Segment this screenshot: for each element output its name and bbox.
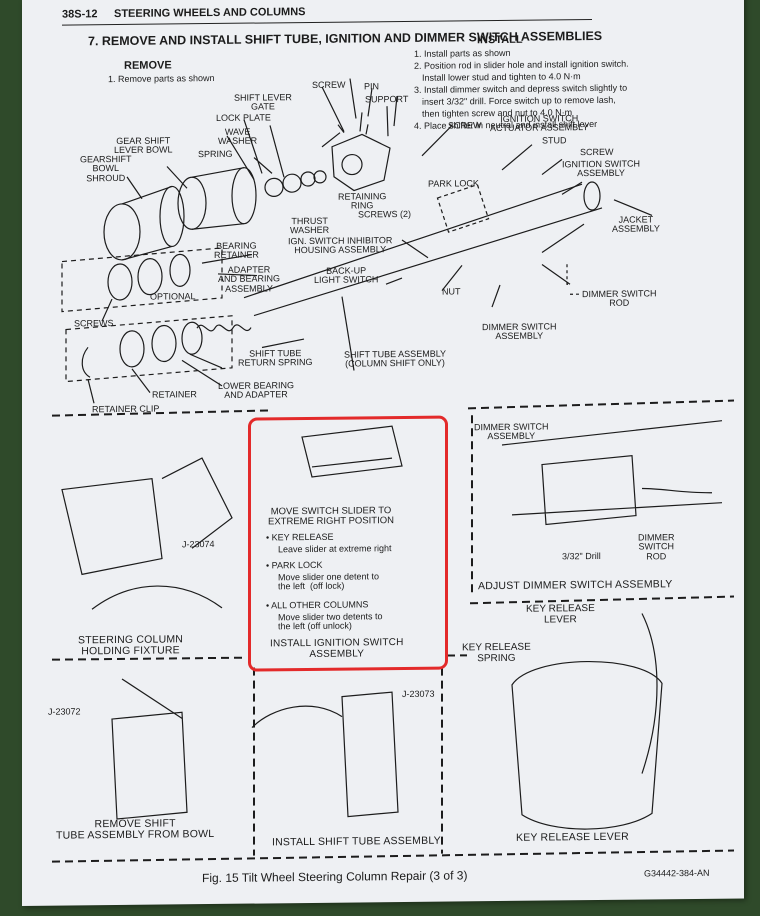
dimmer-rod-label: DIMMER SWITCH ROD: [638, 532, 675, 562]
label-gearshift-shroud: GEARSHIFT BOWL SHROUD: [80, 153, 132, 184]
figure-caption: Fig. 15 Tilt Wheel Steering Column Repai…: [202, 868, 468, 886]
ign-key-release: • KEY RELEASE: [266, 531, 334, 543]
label-lock-plate: LOCK PLATE: [216, 112, 271, 123]
label-retainer-clip: RETAINER CLIP: [92, 403, 160, 415]
key-release-shape: [511, 613, 663, 830]
manual-page: 38S-12 STEERING WHEELS AND COLUMNS 7. RE…: [22, 0, 744, 906]
caption-holding-fixture: STEERING COLUMN HOLDING FIXTURE: [78, 633, 184, 658]
label-optional: OPTIONAL: [150, 291, 196, 302]
label-support: SUPPORT: [365, 93, 409, 105]
ign-other-note: Move slider two detents to the left (off…: [278, 611, 383, 632]
caption-install-ignition: INSTALL IGNITION SWITCH ASSEMBLY: [270, 637, 404, 660]
ign-park-lock: • PARK LOCK: [266, 559, 323, 571]
dimmer-drill: 3/32" Drill: [562, 550, 601, 562]
label-adapter-bearing: ADAPTER AND BEARING ASSEMBLY: [218, 264, 281, 294]
install-tube-shape: [251, 691, 399, 818]
bowl-shroud-body: [121, 185, 173, 261]
caption-adjust-dimmer: ADJUST DIMMER SWITCH ASSEMBLY: [478, 578, 673, 593]
key-release-spring-label: KEY RELEASE SPRING: [462, 641, 531, 664]
label-park-lock: PARK LOCK: [428, 178, 479, 189]
label-screw-3: SCREW: [580, 146, 614, 158]
figure-code: G34442-384-AN: [644, 867, 710, 879]
shift-bowl-shape: [111, 678, 188, 820]
label-return-spring: SHIFT TUBE RETURN SPRING: [238, 348, 313, 369]
label-shift-lever-gate: SHIFT LEVER GATE: [234, 92, 292, 113]
key-release-lever-label: KEY RELEASE LEVER: [526, 603, 595, 626]
label-spring: SPRING: [198, 148, 233, 160]
ign-move-slider: MOVE SWITCH SLIDER TO EXTREME RIGHT POSI…: [268, 505, 394, 528]
caption-key-release: KEY RELEASE LEVER: [516, 830, 629, 844]
label-nut: NUT: [442, 286, 461, 297]
bowl-shroud-shape: [103, 203, 141, 261]
label-screw-top: SCREW: [312, 79, 346, 90]
label-screw-2: SCREW: [448, 120, 482, 131]
exploded-view-drawing: [51, 78, 735, 863]
label-retainer: RETAINER: [152, 389, 197, 400]
label-wave-washer: WAVE WASHER: [218, 126, 258, 147]
label-ign-inhibitor: IGN. SWITCH INHIBITOR HOUSING ASSEMBLY: [288, 235, 393, 256]
ign-other-columns: • ALL OTHER COLUMNS: [266, 599, 369, 611]
label-thrust-washer: THRUST WASHER: [290, 215, 330, 236]
label-ignition-switch-assembly: IGNITION SWITCH ASSEMBLY: [562, 158, 640, 179]
label-stud: STUD: [542, 135, 567, 146]
label-ignition-actuator: IGNITION SWITCH ACTUATOR ASSEMBLY: [490, 113, 589, 134]
label-backup-switch: BACK-UP LIGHT SWITCH: [314, 265, 379, 286]
label-pin: PIN: [364, 81, 380, 92]
lock-housing-shape: [331, 133, 391, 192]
label-shift-tube-assembly: SHIFT TUBE ASSEMBLY (COLUMN SHIFT ONLY): [344, 348, 447, 370]
holding-fixture-shape: [61, 457, 233, 576]
label-screws: SCREWS: [74, 318, 114, 329]
label-screws-2: SCREWS (2): [358, 208, 412, 220]
label-bearing-retainer: BEARING RETAINER: [214, 240, 259, 261]
dimmer-label: DIMMER SWITCH ASSEMBLY: [474, 421, 549, 442]
tool-j23073: J-23073: [402, 688, 435, 700]
jacket-tube: [243, 183, 603, 317]
ignition-switch-shape: [301, 425, 403, 478]
caption-remove-tube: REMOVE SHIFT TUBE ASSEMBLY FROM BOWL: [56, 817, 215, 842]
tool-j23074: J-23074: [182, 538, 215, 550]
label-dimmer-switch-assembly: DIMMER SWITCH ASSEMBLY: [482, 321, 557, 342]
caption-install-tube: INSTALL SHIFT TUBE ASSEMBLY: [272, 834, 441, 849]
ign-key-release-note: Leave slider at extreme right: [278, 543, 392, 555]
label-lower-bearing: LOWER BEARING AND ADAPTER: [218, 380, 295, 401]
ign-park-lock-note: Move slider one detent to the left (off …: [278, 571, 380, 592]
dimmer-switch-shape: [501, 420, 723, 526]
tool-j23072: J-23072: [48, 706, 81, 717]
label-jacket-assembly: JACKET ASSEMBLY: [612, 214, 660, 235]
label-dimmer-rod: DIMMER SWITCH ROD: [582, 288, 657, 309]
